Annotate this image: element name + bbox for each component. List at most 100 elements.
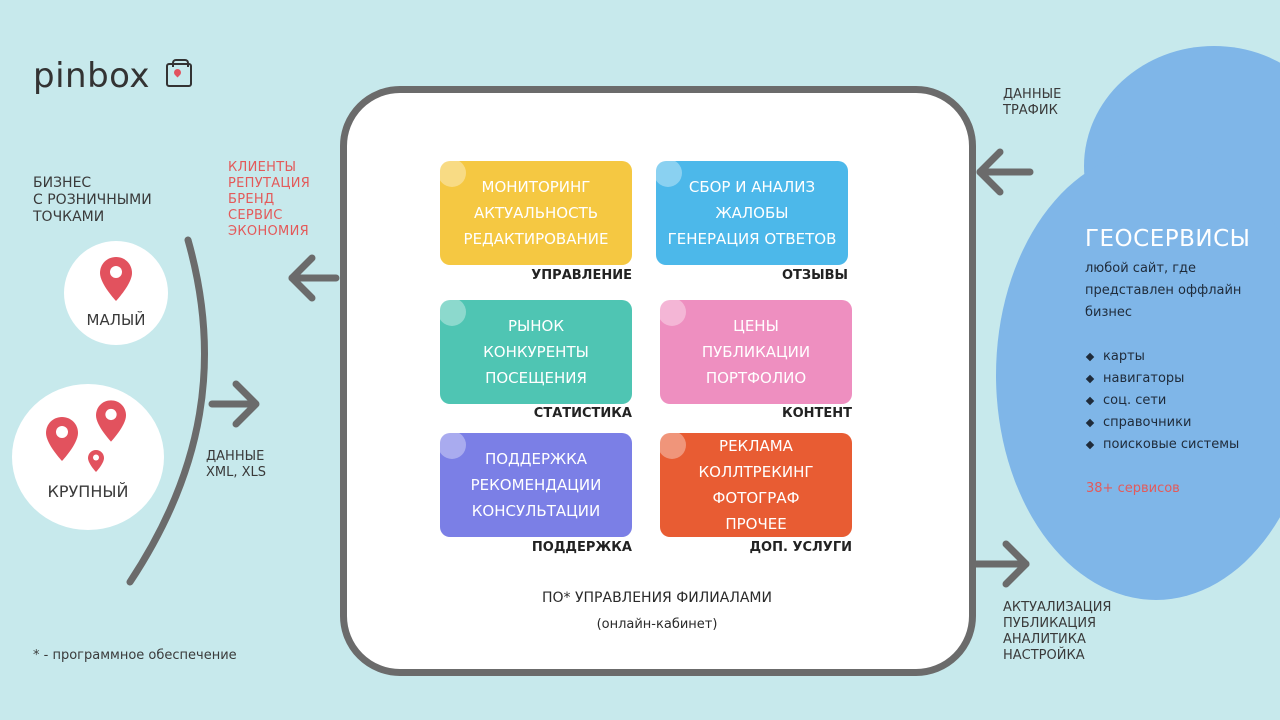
actions-line: АКТУАЛИЗАЦИЯ <box>1003 600 1112 615</box>
geo-desc-line: бизнес <box>1085 305 1133 320</box>
benefit-item: ЭКОНОМИЯ <box>228 224 309 239</box>
hub-card-line: ФОТОГРАФ <box>712 489 800 507</box>
arrow-right-icon <box>970 540 1030 588</box>
actions-line: ПУБЛИКАЦИЯ <box>1003 616 1097 631</box>
benefit-item: БРЕНД <box>228 192 275 207</box>
hub-card: РЕКЛАМА КОЛЛТРЕКИНГ ФОТОГРАФ ПРОЧЕЕ <box>658 431 852 537</box>
hub-card-line: ПОСЕЩЕНИЯ <box>485 369 587 387</box>
hub-card-line: ПРОЧЕЕ <box>725 515 787 533</box>
gear-icon <box>654 159 682 187</box>
hub-card-label: ОТЗЫВЫ <box>781 268 848 283</box>
business-heading-line-1: БИЗНЕС <box>33 175 92 191</box>
geo-description: любой сайт, где представлен оффлайн бизн… <box>1085 258 1241 324</box>
hub-card: МОНИТОРИНГ АКТУАЛЬНОСТЬ РЕДАКТИРОВАНИЕ <box>438 159 632 265</box>
arrow-right-icon <box>208 380 260 428</box>
hub-card-line: РЕДАКТИРОВАНИЕ <box>463 230 609 248</box>
gear-icon <box>438 431 466 459</box>
hub-card-line: РЕКЛАМА <box>719 437 793 455</box>
business-heading-line-2: С РОЗНИЧНЫМИ <box>33 192 152 208</box>
hub-subtitle: (онлайн-кабинет) <box>596 617 718 632</box>
diamond-bullet-icon <box>1085 440 1095 449</box>
hub-card: ПОДДЕРЖКА РЕКОМЕНДАЦИИ КОНСУЛЬТАЦИИ <box>438 431 632 537</box>
data-xml-line-2: XML, XLS <box>206 465 267 480</box>
geo-item-text: соц. сети <box>1103 393 1167 408</box>
hub-card: ЦЕНЫ ПУБЛИКАЦИИ ПОРТФОЛИО <box>658 298 852 404</box>
arrow-left-icon <box>288 254 340 302</box>
geo-item-text: навигаторы <box>1103 371 1185 386</box>
hub-card-line: КОНКУРЕНТЫ <box>483 343 589 361</box>
hub-card-line: АКТУАЛЬНОСТЬ <box>473 204 599 222</box>
hub-card-label: ПОДДЕРЖКА <box>531 540 632 555</box>
hub-card-line: ПОДДЕРЖКА <box>484 450 588 468</box>
geo-list-item: карты <box>1085 346 1239 368</box>
map-pin-icon <box>96 400 126 442</box>
data-xml-label: ДАННЫЕ XML, XLS <box>206 449 266 481</box>
hub-card-line: ЖАЛОБЫ <box>715 204 789 222</box>
hub-card-label: КОНТЕНТ <box>781 406 852 421</box>
diamond-bullet-icon <box>1085 396 1095 405</box>
gear-icon <box>438 298 466 326</box>
hub-card-line: МОНИТОРИНГ <box>481 178 591 196</box>
map-pin-icon <box>46 417 78 461</box>
geo-item-text: справочники <box>1103 415 1192 430</box>
diamond-bullet-icon <box>1085 418 1095 427</box>
gear-icon <box>658 298 686 326</box>
actions-line: НАСТРОЙКА <box>1003 648 1085 663</box>
hub-card-label: ДОП. УСЛУГИ <box>749 540 852 555</box>
geo-list-item: поисковые системы <box>1085 434 1240 456</box>
geo-list-item: навигаторы <box>1085 368 1239 390</box>
hub-card-line: РЕКОМЕНДАЦИИ <box>470 476 602 494</box>
hub-card-line: ПУБЛИКАЦИИ <box>701 343 811 361</box>
hub-card-line: ГЕНЕРАЦИЯ ОТВЕТОВ <box>667 230 837 248</box>
data-traffic-line-2: ТРАФИК <box>1003 103 1058 118</box>
geo-desc-line: представлен оффлайн <box>1085 283 1242 298</box>
hub-card-line: ЦЕНЫ <box>733 317 779 335</box>
gear-icon <box>658 431 686 459</box>
geo-title: ГЕОСЕРВИСЫ <box>1085 226 1251 252</box>
hub-card-line: РЫНОК <box>507 317 564 335</box>
hub-card-line: КОЛЛТРЕКИНГ <box>698 463 814 481</box>
geo-item-text: поисковые системы <box>1103 437 1240 452</box>
map-pin-icon <box>100 257 132 301</box>
data-traffic-label: ДАННЫЕ ТРАФИК <box>1003 87 1061 119</box>
geo-cloud <box>996 150 1280 600</box>
footnote: * - программное обеспечение <box>33 648 237 663</box>
small-business-label: МАЛЫЙ <box>86 311 146 329</box>
geo-desc-line: любой сайт, где <box>1085 261 1197 276</box>
arrow-left-icon <box>976 148 1034 196</box>
geo-list: карты навигаторы соц. сети справочники п… <box>1085 346 1240 456</box>
hub-title: ПО* УПРАВЛЕНИЯ ФИЛИАЛАМИ <box>542 590 772 606</box>
actions-label: АКТУАЛИЗАЦИЯ ПУБЛИКАЦИЯ АНАЛИТИКА НАСТРО… <box>1003 600 1111 664</box>
actions-line: АНАЛИТИКА <box>1003 632 1086 647</box>
business-heading: БИЗНЕС С РОЗНИЧНЫМИ ТОЧКАМИ <box>33 175 152 226</box>
large-business-label: КРУПНЫЙ <box>47 482 129 501</box>
business-heading-line-3: ТОЧКАМИ <box>33 209 105 225</box>
diamond-bullet-icon <box>1085 352 1095 361</box>
logo: pinbox <box>33 56 151 96</box>
benefit-item: РЕПУТАЦИЯ <box>228 176 311 191</box>
hub-card-label: УПРАВЛЕНИЕ <box>531 268 632 283</box>
hub-card-line: ПОРТФОЛИО <box>705 369 807 387</box>
benefits-list: КЛИЕНТЫ РЕПУТАЦИЯ БРЕНД СЕРВИС ЭКОНОМИЯ <box>228 160 310 240</box>
hub-card: РЫНОК КОНКУРЕНТЫ ПОСЕЩЕНИЯ <box>438 298 632 404</box>
geo-count: 38+ сервисов <box>1086 481 1180 496</box>
geo-list-item: соц. сети <box>1085 390 1239 412</box>
large-business-circle: КРУПНЫЙ <box>12 384 164 530</box>
hub-card-line: КОНСУЛЬТАЦИИ <box>471 502 601 520</box>
geo-item-text: карты <box>1103 349 1145 364</box>
data-traffic-line-1: ДАННЫЕ <box>1003 87 1062 102</box>
data-xml-line-1: ДАННЫЕ <box>206 449 265 464</box>
gear-icon <box>438 159 466 187</box>
hub-card-label: СТАТИСТИКА <box>533 406 632 421</box>
benefit-item: КЛИЕНТЫ <box>228 160 297 175</box>
geo-list-item: справочники <box>1085 412 1239 434</box>
small-business-circle: МАЛЫЙ <box>64 241 168 345</box>
diamond-bullet-icon <box>1085 374 1095 383</box>
map-pin-icon <box>88 450 104 472</box>
benefit-item: СЕРВИС <box>228 208 283 223</box>
business-arc <box>126 236 208 586</box>
hub-card: СБОР И АНАЛИЗ ЖАЛОБЫ ГЕНЕРАЦИЯ ОТВЕТОВ <box>654 159 848 265</box>
hub-card-line: СБОР И АНАЛИЗ <box>688 178 816 196</box>
logo-box-icon <box>166 59 192 87</box>
